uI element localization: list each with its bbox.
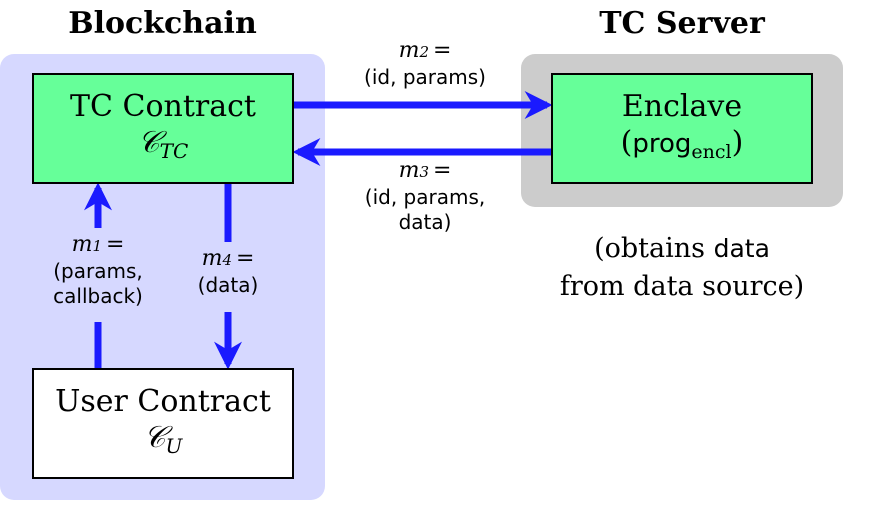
message-m1-label: m1 = (params, callback) [53, 232, 143, 308]
user-contract-node: User Contract 𝒞U [32, 368, 294, 479]
tc-contract-symbol: 𝒞TC [137, 125, 189, 163]
message-m4-label: m4 = (data) [197, 246, 259, 297]
message-m3-label: m3 = (id, params, data) [364, 158, 486, 234]
tc-contract-title: TC Contract [70, 89, 256, 124]
data-source-note: (obtains data from data source) [559, 233, 805, 302]
message-m2-label: m2 = (id, params) [364, 38, 486, 89]
enclave-title: Enclave [621, 89, 743, 124]
blockchain-title: Blockchain [68, 6, 257, 41]
user-contract-title: User Contract [55, 384, 271, 419]
tc-contract-node: TC Contract 𝒞TC [32, 73, 294, 184]
enclave-prog: (progencl) [620, 125, 744, 163]
enclave-node: Enclave (progencl) [551, 73, 813, 184]
tc-server-title: TC Server [599, 6, 765, 41]
user-contract-symbol: 𝒞U [143, 420, 183, 458]
